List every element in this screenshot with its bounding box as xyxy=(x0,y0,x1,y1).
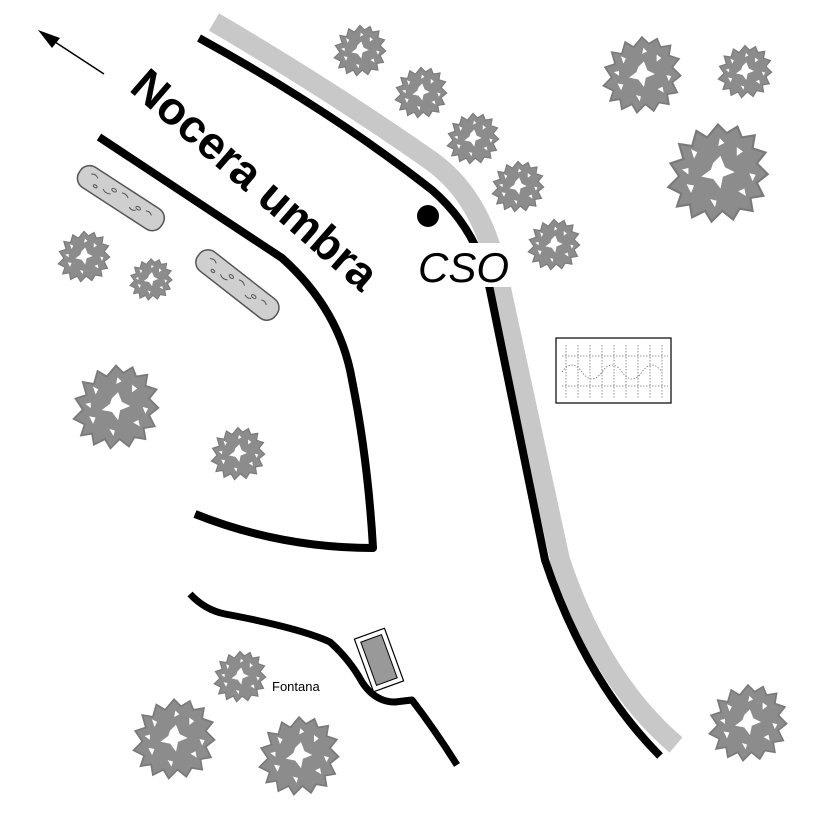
south-road xyxy=(187,591,460,767)
tree-canopy-icon xyxy=(57,230,111,283)
cso-label: CSO xyxy=(418,244,509,291)
tree-canopy-icon xyxy=(333,24,387,77)
tree-canopy-icon xyxy=(129,258,173,301)
tree-canopy-icon xyxy=(446,112,500,165)
tree-canopy-icon xyxy=(72,364,160,450)
filled-circle-icon[interactable] xyxy=(417,205,439,227)
trees xyxy=(57,24,788,796)
tree-canopy-icon xyxy=(213,650,267,703)
fountain-label: Fontana xyxy=(272,679,320,694)
tree-canopy-icon xyxy=(258,716,340,796)
tree-canopy-icon xyxy=(394,66,448,119)
tree-canopy-icon xyxy=(667,123,769,223)
tree-canopy-icon xyxy=(602,36,682,114)
tree-canopy-icon xyxy=(491,160,545,213)
river xyxy=(208,13,683,753)
log-icon xyxy=(190,244,285,326)
tree-canopy-icon xyxy=(210,426,266,481)
main-road xyxy=(197,34,663,759)
west-road xyxy=(96,133,377,552)
field-icon xyxy=(555,337,672,404)
tree-canopy-icon xyxy=(132,698,216,780)
tree-canopy-icon xyxy=(708,684,788,762)
tree-canopy-icon xyxy=(717,44,773,99)
tree-canopy-icon xyxy=(527,218,581,271)
cso-label-bg xyxy=(414,243,522,287)
arrow-up-left-icon xyxy=(38,30,105,75)
fountain-icon[interactable] xyxy=(353,627,405,693)
